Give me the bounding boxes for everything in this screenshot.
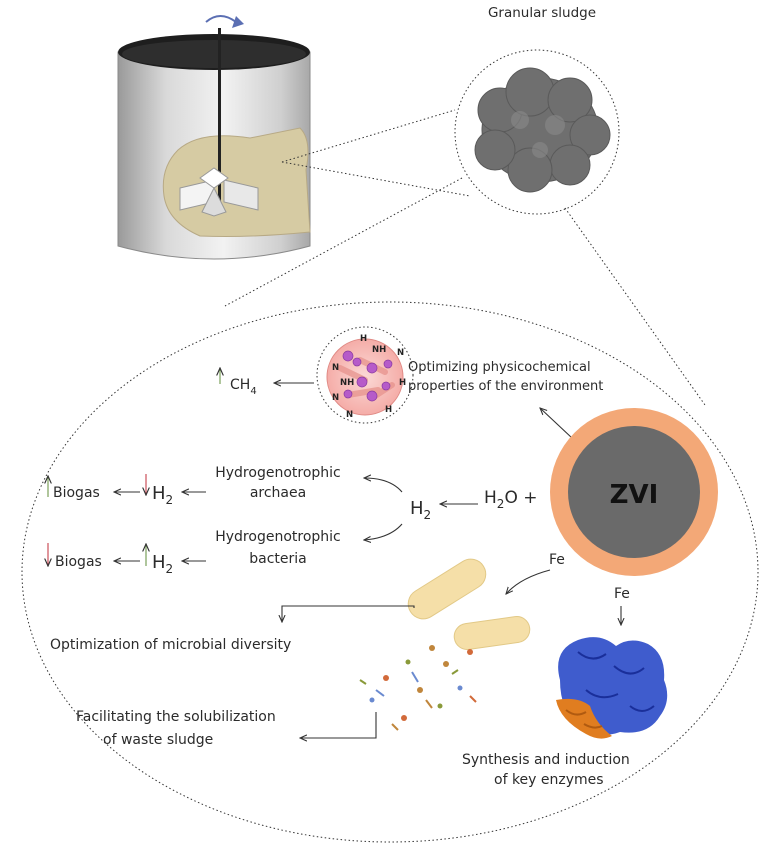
arrow-h2-to-archaea [364, 478, 403, 493]
arrow-to-solubilization [300, 712, 377, 738]
zvi-label: ZVI [610, 480, 659, 510]
ion-label: N [332, 393, 339, 403]
optimizing-label-line2: properties of the environment [408, 379, 603, 394]
fe-bottom-label: Fe [614, 586, 630, 602]
impeller [179, 167, 259, 217]
arrow-h2-to-bacteria [364, 523, 403, 540]
arrow-to-diversity [282, 605, 415, 622]
solubilization-label-line2: of waste sludge [103, 732, 213, 748]
ion-label: H [399, 378, 406, 388]
archaea-label-line1: Hydrogenotrophic [215, 465, 341, 481]
ion-label: N [332, 363, 339, 373]
h2-center-label: H2 [410, 498, 431, 522]
bacteria-label-line2: bacteria [249, 551, 307, 567]
solubilization-label-line1: Facilitating the solubilization [76, 709, 276, 725]
bacteria-label-line1: Hydrogenotrophic [215, 529, 341, 545]
h2o-label: H2O + [484, 488, 537, 511]
detail-ellipse [21, 301, 759, 843]
ion-label: N [397, 348, 404, 358]
ion-label: H [385, 405, 392, 415]
sludge-granule [474, 67, 611, 193]
archaea-label-line2: archaea [250, 485, 306, 501]
ion-label: H [360, 334, 367, 344]
sludge-debris [359, 645, 477, 731]
zvi-particle [550, 408, 718, 576]
enzymes-label-line1: Synthesis and induction [462, 752, 630, 768]
fe-left-label: Fe [549, 552, 565, 568]
ion-label: NH [372, 345, 386, 355]
ion-label: N [346, 410, 353, 420]
biogas-top-label: Biogas [53, 485, 100, 501]
bacteria-cells [407, 558, 531, 650]
h2-bottom-label: H2 [152, 552, 173, 576]
zoom-line-right [564, 207, 706, 406]
enzymes-label-line2: of key enzymes [494, 772, 604, 788]
ion-label: NH [340, 378, 354, 388]
arrow-fe-to-bacteria [506, 569, 551, 594]
granular-sludge-label: Granular sludge [488, 5, 596, 21]
optimizing-label-line1: Optimizing physicochemical [408, 360, 591, 375]
granular-sludge-zoom [454, 49, 620, 215]
ch4-label: CH4 [230, 377, 257, 397]
environment-cell: H NH N N NH N H H N [316, 326, 414, 424]
enzyme-structure [556, 637, 668, 739]
biogas-bottom-label: Biogas [55, 554, 102, 570]
diversity-label: Optimization of microbial diversity [50, 637, 291, 653]
arrow-zvi-to-optimizing [540, 408, 573, 439]
h2-top-label: H2 [152, 483, 173, 507]
reactor-illustration [117, 15, 311, 260]
zoom-line-left [224, 177, 463, 307]
